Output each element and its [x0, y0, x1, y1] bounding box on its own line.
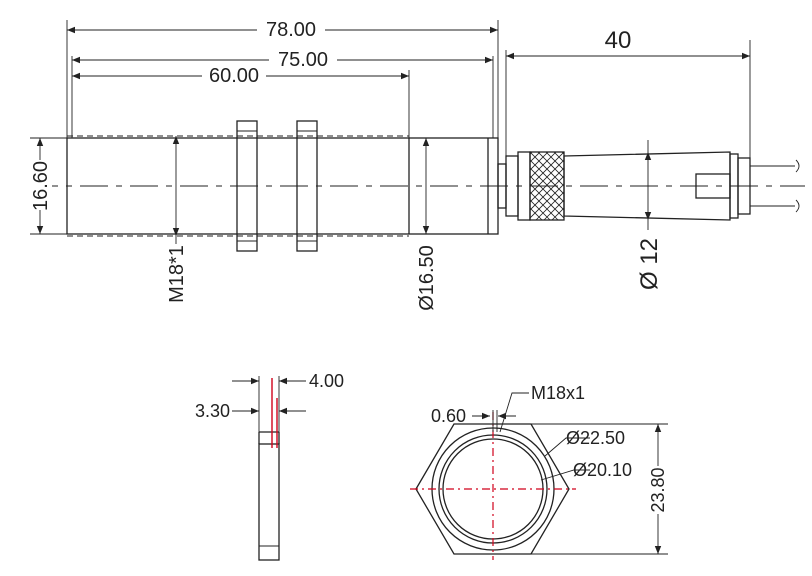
- hex-nut-outline: [415, 423, 570, 555]
- cable-break-marks: [795, 159, 800, 213]
- dim-body-length: 75.00: [278, 49, 328, 71]
- nut-side-body: [258, 443, 280, 561]
- leader-inner-circle: [540, 469, 590, 481]
- nut-left: [236, 120, 258, 252]
- dim-total-length: 78.00: [266, 19, 316, 41]
- leader-nut-thread: [499, 392, 529, 433]
- dim-nut-across-flats: 23.80: [648, 467, 668, 512]
- dim-nut-step: 3.30: [195, 401, 230, 421]
- leader-outer-circle: [544, 437, 590, 457]
- dim-inner-diameter: Ø16.50: [416, 245, 438, 311]
- dim-nut-thread: M18x1: [531, 383, 585, 403]
- dim-outer-circle: Ø22.50: [566, 428, 625, 448]
- dim-thread-length: 60.00: [209, 65, 259, 87]
- dim-thread-pitch: 0.60: [431, 406, 466, 426]
- nut-right: [296, 120, 318, 252]
- dim-body-height: 16.60: [30, 161, 52, 211]
- dim-nut-thickness: 4.00: [309, 371, 344, 391]
- nut-side-view: 4.00 3.30: [195, 371, 344, 561]
- dim-inner-circle: Ø20.10: [573, 460, 632, 480]
- side-view: 78.00 75.00 60.00 40 16.60 M18*1 Ø16.50 …: [28, 18, 805, 311]
- dim-cable-diameter: Ø 12: [636, 238, 663, 290]
- cable-jacket: [563, 151, 731, 221]
- nut-front-view: 0.60 M18x1 Ø22.50 Ø20.10 23.80: [410, 383, 671, 560]
- cable-end-cap: [737, 157, 751, 215]
- dim-thread: M18*1: [166, 245, 188, 303]
- dim-cable-length: 40: [605, 27, 632, 54]
